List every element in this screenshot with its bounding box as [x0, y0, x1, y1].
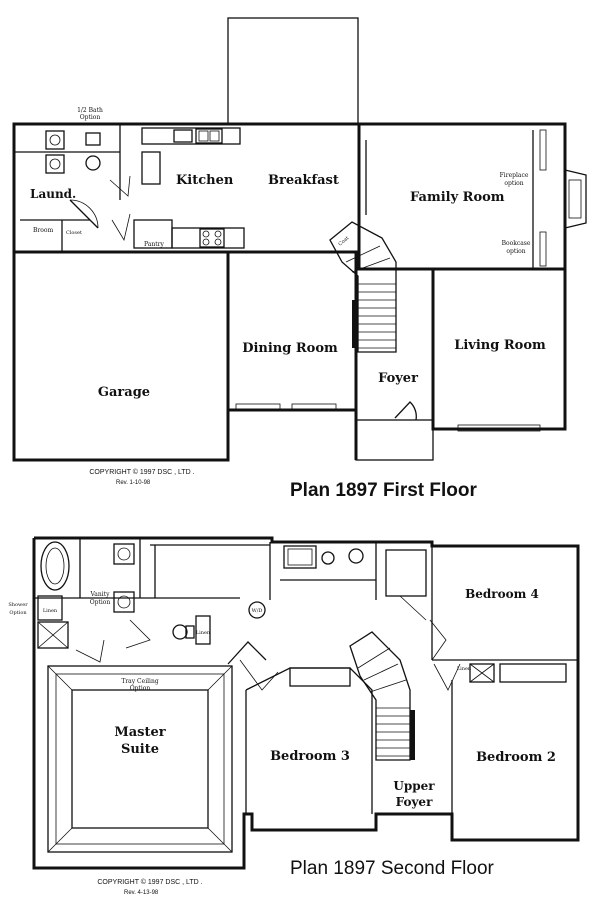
cooktop: [199, 228, 225, 248]
linen-closet: [37, 595, 63, 621]
shower-stall: [37, 621, 69, 649]
vanity-sink-top: [113, 543, 135, 565]
kitchen-label: Kitchen: [176, 173, 234, 188]
rear-patio: [227, 17, 359, 125]
upper-foyer-label-line1: Upper: [393, 779, 435, 793]
shower-option-label: Option: [9, 610, 27, 616]
half-bath-option-label: Option: [80, 114, 101, 121]
laundry-label: Laund.: [30, 187, 76, 201]
wd-closet: [248, 601, 266, 619]
kitchen-counter-bottom: [171, 227, 245, 249]
master-suite-tray-inner: [71, 689, 209, 829]
dishwasher: [173, 129, 193, 143]
laundry-door: [69, 199, 99, 229]
living-room-walls: [431, 267, 567, 431]
bedroom4-label: Bedroom 4: [465, 587, 539, 601]
closet-label: Closet: [66, 230, 82, 236]
bedroom3-walls: [245, 667, 373, 814]
dining-room-label: Dining Room: [242, 341, 338, 356]
first-floor-copyright: COPYRIGHT © 1997 DSC , LTD .: [89, 468, 194, 476]
broom-label: Broom: [33, 227, 54, 234]
pantry-label: Pantry: [144, 241, 164, 248]
second-floor-stairs: [357, 647, 410, 757]
dining-room-walls: [226, 250, 358, 412]
hall-toilet: [321, 551, 335, 565]
master-suite-door: [227, 641, 267, 665]
garage-walls: [12, 250, 230, 462]
second-floor-caption: Plan 1897 Second Floor: [290, 858, 495, 879]
half-bath-label: 1/2 Bath: [77, 107, 103, 114]
garage-label: Garage: [98, 385, 150, 400]
second-floor-stair-landing: [349, 631, 411, 761]
bedroom2-closet: [469, 663, 495, 683]
family-room-label: Family Room: [410, 190, 505, 205]
half-bath-toilet: [85, 155, 101, 171]
master-suite-label-line1: Master: [114, 725, 165, 740]
coat-label: Coat: [337, 235, 350, 247]
first-floor-revision: Rev. 1-10-98: [116, 480, 151, 486]
front-door: [394, 401, 417, 421]
foyer-label: Foyer: [378, 371, 418, 386]
first-floor-caption: Plan 1897 First Floor: [290, 480, 477, 501]
kitchen-sink: [195, 128, 223, 144]
washer: [45, 130, 65, 150]
bedroom2-label: Bedroom 2: [476, 750, 556, 765]
master-tub: [40, 541, 70, 591]
vanity-label: Vanity: [90, 591, 111, 598]
master-suite-tray-outer: [47, 665, 233, 853]
bedroom3-closet: [289, 667, 351, 687]
hall-sink: [348, 548, 364, 564]
shower-linen-label: Linen: [43, 608, 58, 614]
bedroom2-door: [433, 663, 461, 691]
vanity-option-label: Option: [90, 599, 111, 606]
tray-ceiling-label: Tray Ceiling: [121, 678, 159, 685]
stair-rail: [352, 300, 357, 348]
kitchen-counter-top: [141, 127, 241, 145]
bedroom3-label: Bedroom 3: [270, 749, 350, 764]
bedroom2-linen-label: Linen: [457, 666, 472, 672]
bookcase-option-label: option: [506, 248, 525, 255]
master-linen-closet: [195, 615, 211, 645]
master-suite-label-line2: Suite: [121, 742, 159, 757]
vanity-sink-bottom: [113, 591, 135, 613]
master-toilet: [172, 624, 188, 640]
dryer: [45, 154, 65, 174]
master-linen-label: Linen: [196, 630, 211, 636]
bedroom4-closet: [385, 549, 427, 597]
first-floor-stairs: [345, 245, 396, 349]
second-floor-stair-rail: [410, 710, 415, 760]
second-floor-plan: Shower Option Vanity Option Linen Linen …: [8, 536, 580, 896]
bookcase-label: Bookcase: [502, 240, 531, 247]
master-bath-door: [125, 619, 151, 649]
hall-tub: [283, 545, 317, 569]
upper-foyer-label-line2: Foyer: [396, 795, 433, 809]
entry-porch: [355, 419, 434, 461]
living-room-label: Living Room: [454, 338, 546, 353]
wd-label: W/D: [252, 608, 263, 614]
stair-landing: [329, 221, 397, 353]
refrigerator: [141, 151, 161, 185]
fireplace-bump: [564, 169, 587, 229]
pantry-closet: [133, 219, 173, 249]
first-floor-plan: 1/2 Bath Option Laund. Broom Closet Pant…: [12, 17, 587, 501]
fireplace-option-label: option: [504, 180, 523, 187]
shower-label: Shower: [8, 602, 28, 608]
second-floor-revision: Rev. 4-13-98: [124, 890, 159, 896]
second-floor-copyright: COPYRIGHT © 1997 DSC , LTD .: [97, 878, 202, 886]
tray-option-label: Option: [130, 685, 151, 692]
breakfast-label: Breakfast: [268, 173, 339, 188]
fireplace-label: Fireplace: [500, 172, 529, 179]
